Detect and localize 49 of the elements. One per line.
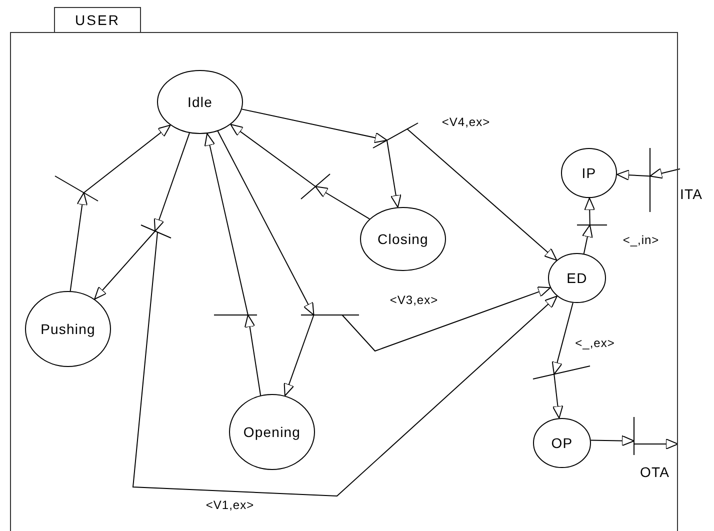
arrow	[552, 302, 574, 375]
port-label: OTA	[640, 464, 670, 480]
arrow	[284, 314, 314, 396]
place-ellipse	[548, 253, 606, 303]
place-label: IP	[582, 165, 596, 181]
edge-label: <V3,ex>	[388, 293, 440, 307]
arrow	[70, 192, 88, 292]
place-label: ED	[566, 270, 588, 286]
arrow	[204, 133, 248, 316]
arrow	[634, 438, 678, 450]
transition-bar	[300, 173, 331, 200]
arrow	[230, 124, 316, 187]
edge-label: <V4,ex>	[440, 115, 492, 129]
arrow	[315, 186, 370, 220]
place-label: Pushing	[40, 321, 96, 337]
arrow	[83, 124, 171, 194]
place-ellipse	[360, 207, 446, 271]
place-label: OP	[551, 435, 573, 451]
transition-bar	[532, 365, 591, 380]
arrow	[154, 132, 190, 232]
place-label: Idle	[188, 94, 212, 110]
place-ellipse	[157, 70, 243, 134]
port-label: ITA	[680, 186, 703, 202]
transition-bar	[372, 122, 419, 149]
place-label: Opening	[243, 424, 301, 440]
arrow	[94, 230, 156, 300]
place-ellipse	[533, 418, 591, 468]
arrow	[386, 140, 402, 208]
arrow	[590, 435, 634, 446]
arrow	[217, 130, 314, 316]
place-label: Closing	[378, 231, 428, 247]
arrow	[584, 198, 596, 226]
arrow	[650, 168, 680, 179]
arrow	[244, 314, 262, 396]
edge-label: <_,in>	[620, 233, 662, 247]
place-ellipse	[25, 291, 111, 367]
place-ellipse	[561, 148, 617, 198]
transition-bar	[140, 224, 172, 239]
arrow	[582, 224, 593, 254]
arrow	[552, 374, 564, 419]
transition-bar	[54, 175, 99, 202]
arrow	[241, 108, 388, 144]
arrow	[132, 232, 558, 496]
swimlane-tab: USER	[54, 7, 141, 32]
arrow	[616, 170, 650, 181]
arrow	[342, 286, 551, 352]
edge-label: <V1,ex>	[204, 498, 256, 512]
arrow	[406, 128, 558, 261]
place-ellipse	[229, 394, 315, 470]
